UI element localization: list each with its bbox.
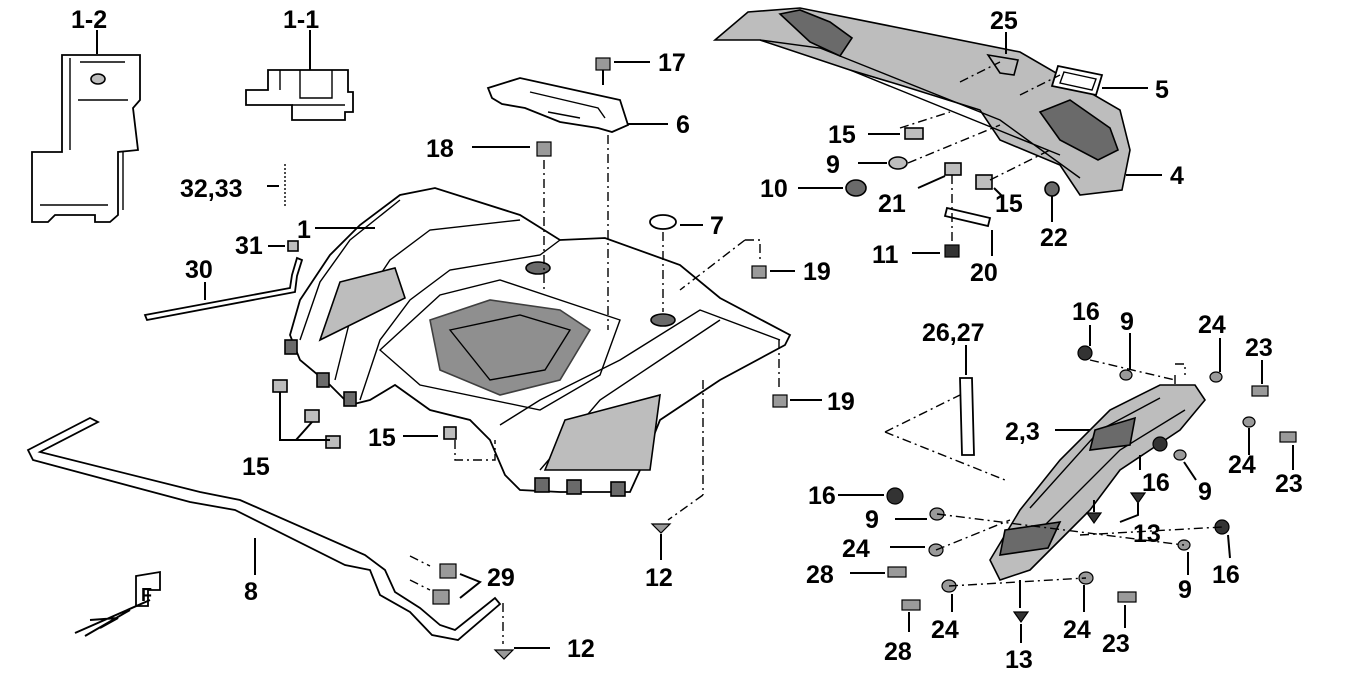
callout-23-a: 23 xyxy=(1245,334,1273,362)
part-30-rod xyxy=(143,256,304,322)
part-7-cap xyxy=(649,214,677,230)
callout-23-b: 23 xyxy=(1275,470,1303,498)
part-1-1-bracket xyxy=(245,69,354,121)
callout-16-b: 16 xyxy=(1142,469,1170,497)
callout-13-b: 13 xyxy=(1005,646,1033,674)
callout-24-c: 24 xyxy=(842,535,870,563)
callout-9-a: 9 xyxy=(826,151,840,179)
callout-19-a: 19 xyxy=(803,258,831,286)
callout-9-b: 9 xyxy=(1120,308,1134,336)
callout-5: 5 xyxy=(1155,76,1169,104)
callout-19-b: 19 xyxy=(827,388,855,416)
part-1-rear-fender xyxy=(284,187,792,497)
part-1-2-shield xyxy=(31,54,141,223)
callout-4: 4 xyxy=(1170,162,1184,190)
callout-25: 25 xyxy=(990,7,1018,35)
callout-17: 17 xyxy=(658,49,686,77)
part-6-bracket xyxy=(486,77,630,133)
callout-8: 8 xyxy=(244,578,258,606)
callout-24-a: 24 xyxy=(1198,311,1226,339)
callout-9-e: 9 xyxy=(1178,576,1192,604)
front-arrow-label: F xyxy=(141,585,152,605)
callout-7: 7 xyxy=(710,212,724,240)
callout-16-c: 16 xyxy=(808,482,836,510)
callout-20: 20 xyxy=(970,259,998,287)
part-31-clip xyxy=(287,240,299,252)
part-2-3-side-rail xyxy=(989,384,1206,581)
callout-12-b: 12 xyxy=(567,635,595,663)
callout-12-a: 12 xyxy=(645,564,673,592)
callout-32-33: 32,33 xyxy=(180,175,243,203)
callout-2-3: 2,3 xyxy=(1005,418,1040,446)
callout-24-b: 24 xyxy=(1228,451,1256,479)
callout-9-c: 9 xyxy=(1198,478,1212,506)
callout-1: 1 xyxy=(297,216,311,244)
callout-15-b: 15 xyxy=(368,424,396,452)
part-17-bolt xyxy=(595,57,611,71)
callout-6: 6 xyxy=(676,111,690,139)
callout-28-a: 28 xyxy=(806,561,834,589)
callout-26-27: 26,27 xyxy=(922,319,985,347)
callout-24-d: 24 xyxy=(931,616,959,644)
callout-11: 11 xyxy=(872,241,899,269)
callout-10: 10 xyxy=(760,175,788,203)
callout-16-a: 16 xyxy=(1072,298,1100,326)
callout-22: 22 xyxy=(1040,224,1068,252)
part-4-rack-cover xyxy=(712,7,1131,196)
callout-13-a: 13 xyxy=(1133,520,1161,548)
part-18-screw xyxy=(536,141,552,157)
callout-21: 21 xyxy=(878,190,906,218)
callout-1-2: 1-2 xyxy=(71,6,107,34)
callout-1-1: 1-1 xyxy=(283,6,319,34)
callout-28-b: 28 xyxy=(884,638,912,666)
callout-labels: 1-2 1-1 32,33 1 31 30 15 15 8 29 12 12 1… xyxy=(71,6,1303,674)
callout-30: 30 xyxy=(185,256,213,284)
callout-23-c: 23 xyxy=(1102,630,1130,658)
part-5-reflector xyxy=(1050,64,1104,97)
part-26-27-stay xyxy=(959,377,975,456)
callout-31: 31 xyxy=(235,232,263,260)
callout-18: 18 xyxy=(426,135,454,163)
callout-15-d: 15 xyxy=(995,190,1023,218)
callout-15-c: 15 xyxy=(828,121,856,149)
callout-16-d: 16 xyxy=(1212,561,1240,589)
callout-24-e: 24 xyxy=(1063,616,1091,644)
callout-29: 29 xyxy=(487,564,515,592)
callout-9-d: 9 xyxy=(865,506,879,534)
part-8-bar xyxy=(26,416,502,641)
callout-15-a: 15 xyxy=(242,453,270,481)
